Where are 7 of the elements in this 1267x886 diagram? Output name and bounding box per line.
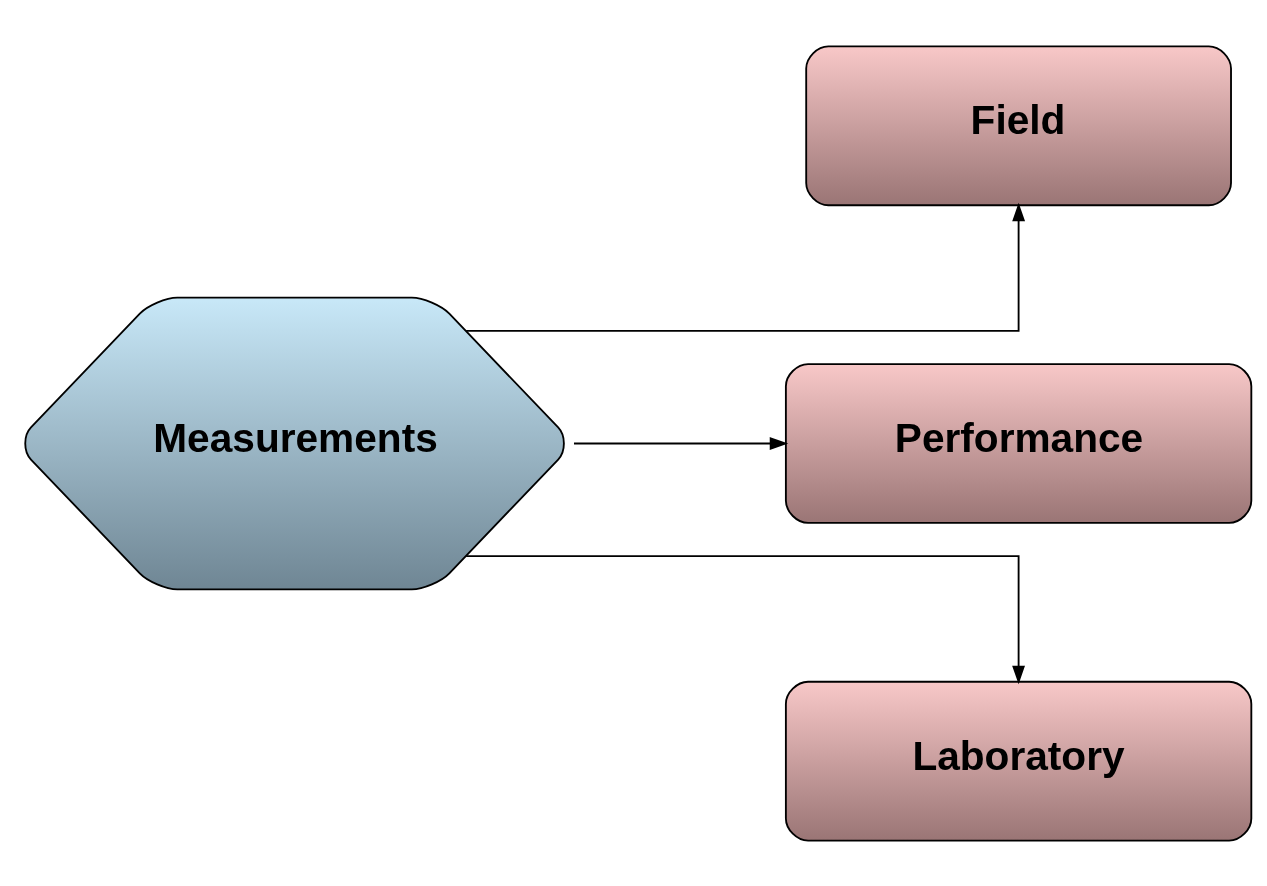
- node-box: Performance: [784, 362, 1253, 524]
- arrow: [465, 202, 1026, 332]
- node-box: Field: [805, 44, 1232, 206]
- node-ellipse: Measurements: [24, 296, 565, 590]
- node-box: Laboratory: [784, 680, 1253, 842]
- arrow: [573, 436, 789, 450]
- arrow: [465, 554, 1026, 684]
